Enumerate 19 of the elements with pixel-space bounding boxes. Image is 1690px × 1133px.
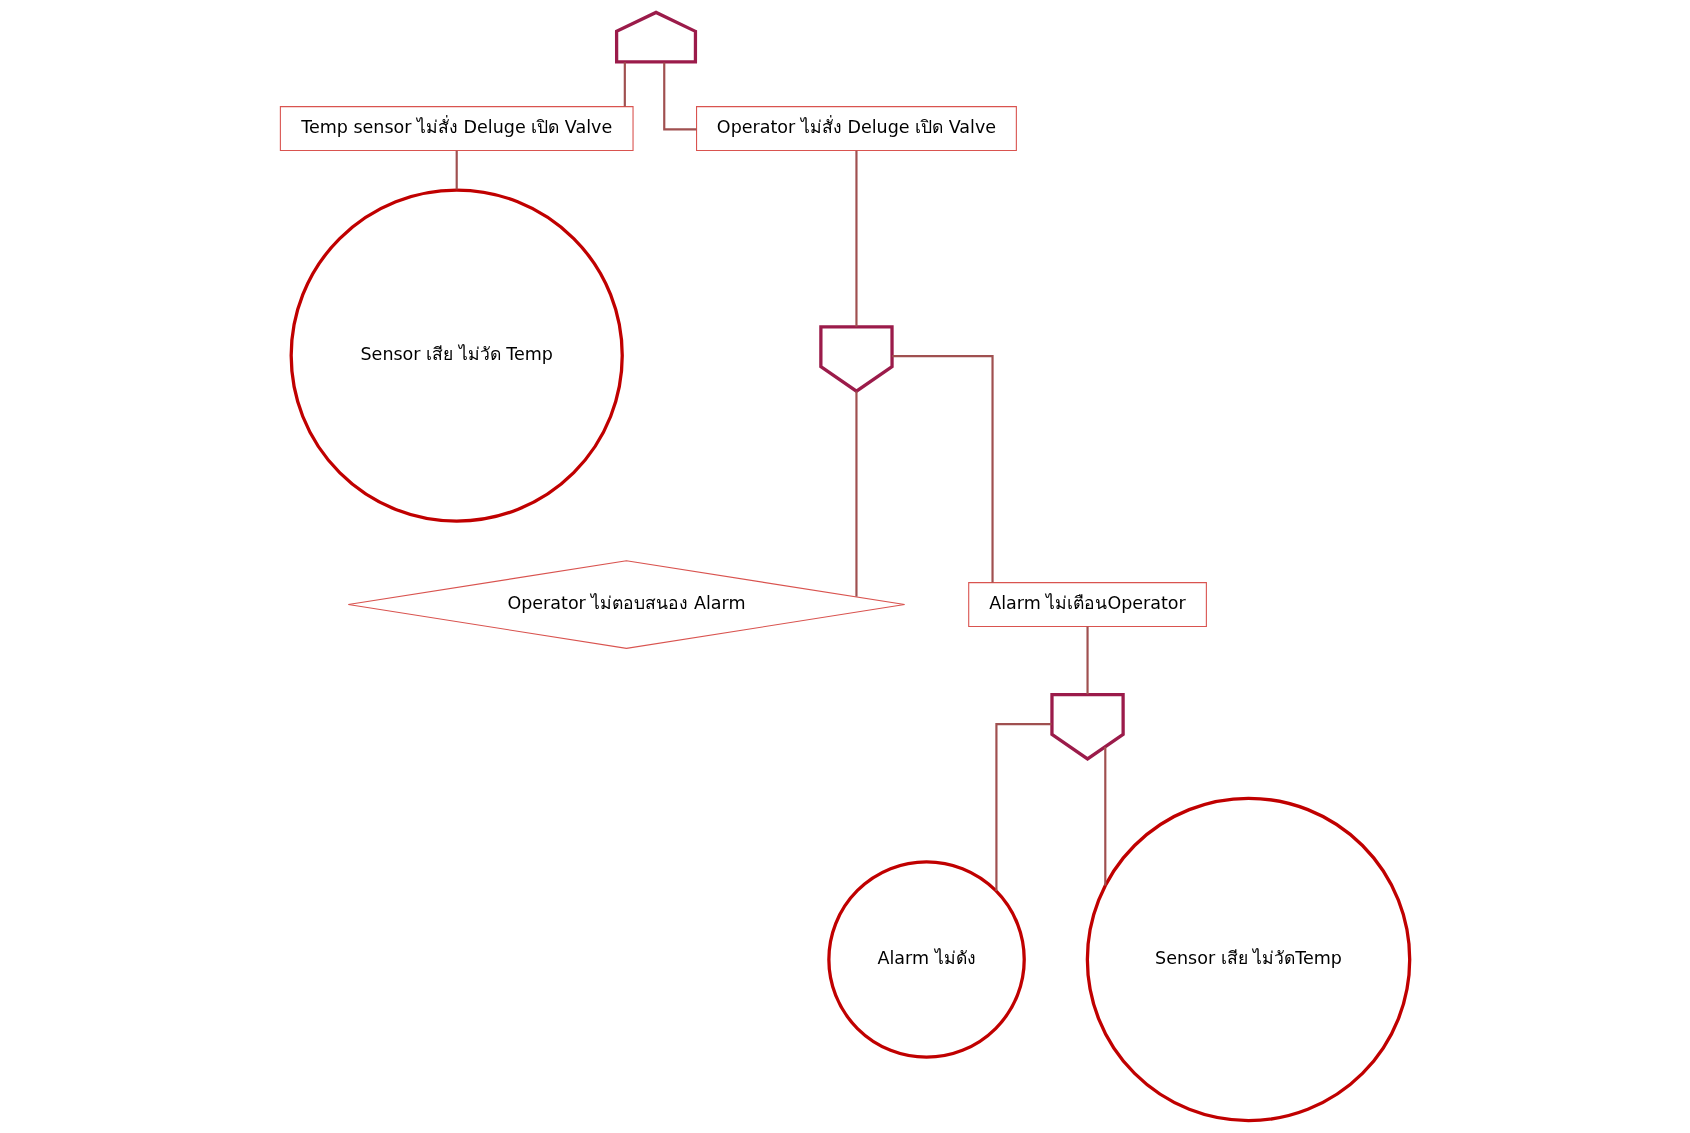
connector xyxy=(1104,746,1107,886)
node-circle: Alarm ไม่ดัง xyxy=(827,860,1026,1059)
node-box: Operator ไม่สั่ง Deluge เปิด Valve xyxy=(696,106,1017,151)
node-circle: Sensor เสีย ไม่วัดTemp xyxy=(1085,796,1412,1123)
connector xyxy=(855,150,858,327)
connector xyxy=(455,150,458,190)
node-diamond: Operator ไม่ตอบสนอง Alarm xyxy=(347,560,906,649)
connector xyxy=(855,391,858,597)
connector xyxy=(623,62,626,107)
node-box: Temp sensor ไม่สั่ง Deluge เปิด Valve xyxy=(279,106,634,151)
node-box: Alarm ไม่เตือนOperator xyxy=(968,582,1207,627)
node-circle: Sensor เสีย ไม่วัด Temp xyxy=(289,188,624,523)
connector xyxy=(663,62,697,131)
node-shield xyxy=(819,325,894,394)
node-shield xyxy=(1050,692,1125,761)
node-dome xyxy=(614,10,698,64)
connector xyxy=(1086,626,1089,695)
connector xyxy=(892,355,994,583)
connector xyxy=(995,723,1052,892)
